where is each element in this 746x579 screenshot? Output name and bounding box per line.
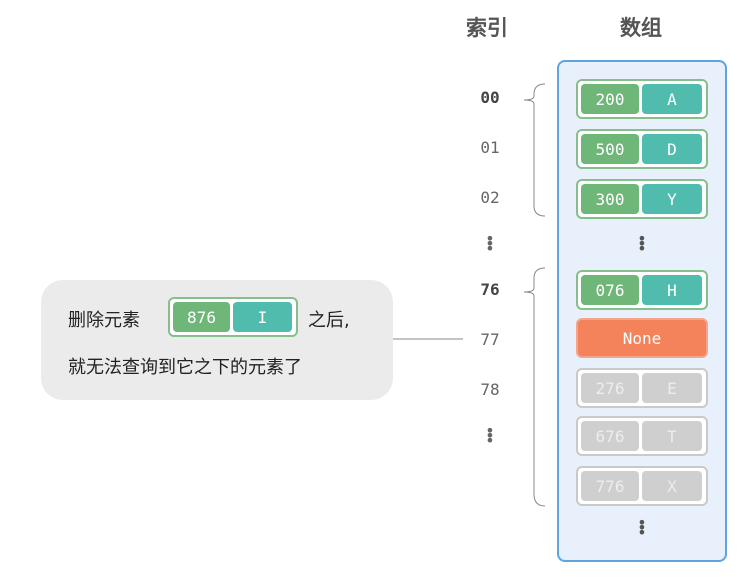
index-ellipsis-1: ••• [485,229,495,258]
entry-value: I [233,302,292,332]
callout-suffix: 之后, [308,310,350,331]
bucket-entry-faded: 676 T [576,416,708,456]
index-label-77: 77 [480,330,500,349]
entry-key: 276 [581,373,639,403]
entry-key: 776 [581,471,639,501]
entry-key: 500 [581,134,639,164]
bucket-entry-faded: 776 X [576,466,708,506]
entry-key: 200 [581,84,639,114]
entry-value: H [642,275,702,305]
entry-value: T [642,421,702,451]
entry-value: X [642,471,702,501]
callout-line-2: 就无法查询到它之下的元素了 [68,357,302,378]
entry-value: A [642,84,702,114]
array-ellipsis-2: ••• [637,513,647,542]
entry-key: 876 [173,302,230,332]
index-label-02: 02 [480,188,500,207]
bucket-entry: 076 H [576,270,708,310]
bucket-entry-faded: 276 E [576,368,708,408]
entry-key: 300 [581,184,639,214]
index-ellipsis-2: ••• [485,421,495,450]
entry-value: E [642,373,702,403]
bucket-entry: 300 Y [576,179,708,219]
entry-value: D [642,134,702,164]
index-column-header: 索引 [466,16,508,40]
entry-key: 076 [581,275,639,305]
index-label-01: 01 [480,138,500,157]
index-label-00: 00 [480,88,500,107]
brace-group-2 [523,267,546,507]
entry-key: 676 [581,421,639,451]
bucket-entry: 200 A [576,79,708,119]
array-column-header: 数组 [620,16,662,40]
brace-group-1 [523,83,546,217]
index-label-78: 78 [480,380,500,399]
index-label-76: 76 [480,280,500,299]
removed-bucket-none: None [576,318,708,358]
array-ellipsis-1: ••• [637,229,647,258]
entry-value: Y [642,184,702,214]
callout-deleted-entry: 876 I [168,297,298,337]
bucket-entry: 500 D [576,129,708,169]
callout-prefix: 删除元素 [68,310,140,331]
